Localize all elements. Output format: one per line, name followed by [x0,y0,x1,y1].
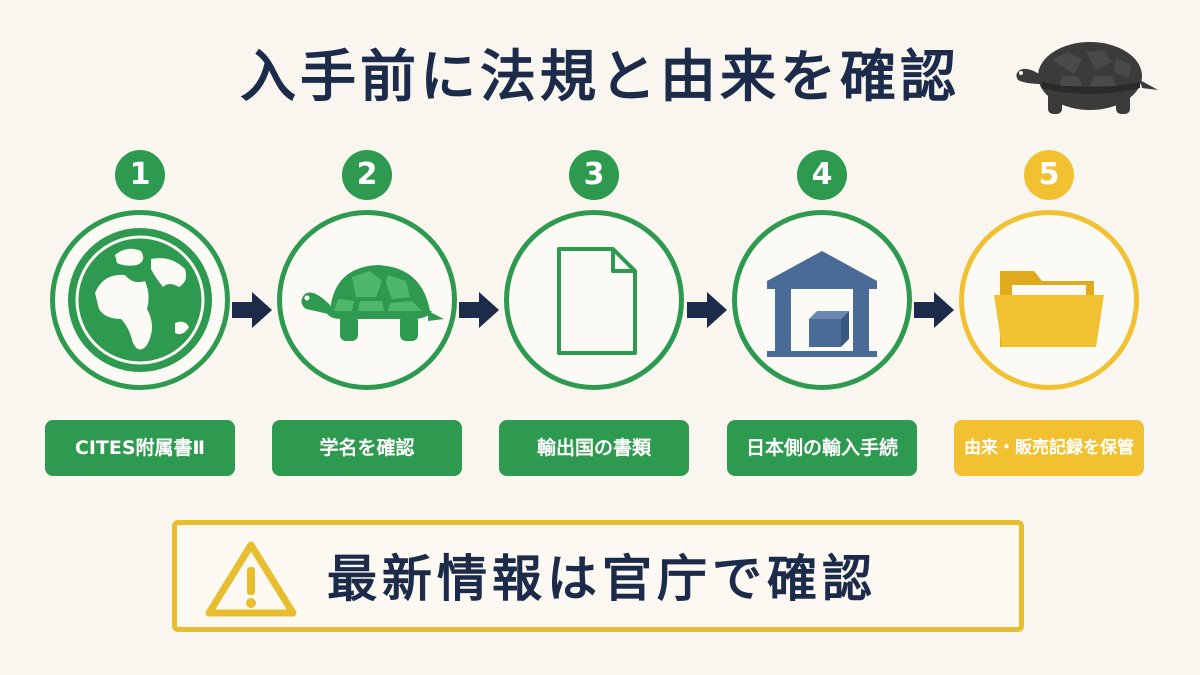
warning-icon [205,541,297,617]
step-label: CITES附属書Ⅱ [45,420,235,476]
arrow-right-icon [459,292,499,328]
step-number: 3 [569,150,619,200]
document-icon [557,247,637,355]
globe-icon [68,228,212,372]
page-title: 入手前に法規と由来を確認 [240,45,960,110]
customs-warehouse-icon [767,251,877,357]
step-label: 由来・販売記録を保管 [954,420,1144,476]
step-icon-circle [732,210,912,390]
arrow-right-icon [687,292,727,328]
step-label: 学名を確認 [272,420,462,476]
step-icon-circle [959,210,1139,390]
arrow-right-icon [232,292,272,328]
step-icon-circle [277,210,457,390]
step-number: 5 [1024,150,1074,200]
step-label: 輸出国の書類 [499,420,689,476]
tortoise-icon [301,265,444,341]
step-number: 4 [797,150,847,200]
step-label: 日本側の輸入手続 [727,420,917,476]
step-icon-circle [50,210,230,390]
step-icon-circle [504,210,684,390]
notice-text: 最新情報は官庁で確認 [327,550,877,608]
step-number: 1 [115,150,165,200]
folder-icon [994,271,1104,347]
notice-box: 最新情報は官庁で確認 [172,520,1024,632]
step-number: 2 [342,150,392,200]
tortoise-logo-icon [1016,42,1158,114]
arrow-right-icon [914,292,954,328]
